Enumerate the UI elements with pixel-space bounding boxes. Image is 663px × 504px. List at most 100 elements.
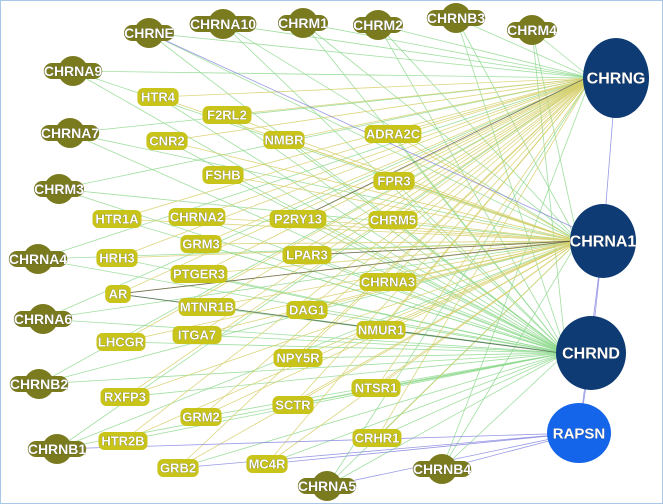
edge <box>455 17 567 354</box>
node-chrm3[interactable]: CHRM3 <box>34 174 84 204</box>
node-rxfp3[interactable]: RXFP3 <box>100 388 150 406</box>
node-lpar3[interactable]: LPAR3 <box>282 246 332 264</box>
edge <box>58 77 592 190</box>
edge <box>37 77 592 260</box>
node-chrna6[interactable]: CHRNA6 <box>14 304 73 334</box>
node-grb2[interactable]: GRB2 <box>157 459 199 477</box>
edge <box>122 352 567 442</box>
node-label: RXFP3 <box>104 390 146 405</box>
node-ar[interactable]: AR <box>105 285 131 303</box>
node-chrna7[interactable]: CHRNA7 <box>41 118 100 148</box>
edge <box>306 77 592 256</box>
edge <box>393 180 579 242</box>
node-label: CHRNG <box>587 71 646 88</box>
node-label: GRB2 <box>160 461 196 476</box>
edge <box>42 318 567 354</box>
node-chrnd[interactable]: CHRND <box>556 316 626 390</box>
node-adra2c[interactable]: ADRA2C <box>364 125 422 143</box>
node-itga7[interactable]: ITGA7 <box>172 326 222 344</box>
edge <box>376 77 592 439</box>
node-chrm5[interactable]: CHRM5 <box>368 211 418 229</box>
edge <box>72 70 592 79</box>
edge <box>531 29 567 354</box>
node-chrna3[interactable]: CHRNA3 <box>359 273 417 291</box>
edge <box>120 240 579 343</box>
node-label: CHRNB1 <box>28 441 87 457</box>
node-label: DAG1 <box>289 303 325 318</box>
node-htr2b[interactable]: HTR2B <box>98 432 148 450</box>
node-f2rl2[interactable]: F2RL2 <box>202 106 252 124</box>
node-label: CHRNE <box>124 25 174 41</box>
node-chrne[interactable]: CHRNE <box>124 18 174 48</box>
node-chrna1[interactable]: CHRNA1 <box>569 204 637 278</box>
edge <box>157 96 567 354</box>
edge <box>455 17 592 79</box>
node-htr4[interactable]: HTR4 <box>137 88 179 106</box>
edge <box>297 77 587 220</box>
edge <box>116 77 592 220</box>
node-label: MTNR1B <box>180 300 234 315</box>
edge <box>69 132 579 242</box>
node-chrnb2[interactable]: CHRNB2 <box>10 369 69 399</box>
node-label: GRM2 <box>182 410 220 425</box>
edge <box>38 352 567 385</box>
node-label: CRHR1 <box>355 431 400 446</box>
node-p2ry13[interactable]: P2RY13 <box>269 210 327 228</box>
node-crhr1[interactable]: CRHR1 <box>352 429 402 447</box>
edge <box>326 352 567 487</box>
node-lhcgr[interactable]: LHCGR <box>96 333 146 351</box>
node-label: CHRNA10 <box>190 16 256 32</box>
edge <box>157 77 592 98</box>
node-fpr3[interactable]: FPR3 <box>373 172 415 190</box>
edge <box>42 240 579 320</box>
node-chrnb3[interactable]: CHRNB3 <box>427 3 486 33</box>
node-chrna4[interactable]: CHRNA4 <box>9 244 68 274</box>
edge <box>177 240 579 469</box>
node-chrna2[interactable]: CHRNA2 <box>168 208 226 226</box>
edge <box>377 24 567 354</box>
node-label: AR <box>109 287 128 302</box>
edge <box>283 77 592 141</box>
node-mc4r[interactable]: MC4R <box>246 455 288 473</box>
node-chrnb1[interactable]: CHRNB1 <box>28 434 87 464</box>
node-nmur1[interactable]: NMUR1 <box>356 321 406 339</box>
node-grm2[interactable]: GRM2 <box>180 408 222 426</box>
node-chrnb4[interactable]: CHRNB4 <box>413 454 472 484</box>
edge <box>297 240 579 359</box>
edge <box>393 77 592 182</box>
edges-layer <box>37 17 617 487</box>
edge <box>122 240 579 442</box>
node-label: GRM3 <box>182 237 220 252</box>
node-htr1a[interactable]: HTR1A <box>92 210 142 228</box>
node-label: F2RL2 <box>207 108 247 123</box>
node-npy5r[interactable]: NPY5R <box>273 349 323 367</box>
node-cnr2[interactable]: CNR2 <box>146 132 188 150</box>
node-chrm2[interactable]: CHRM2 <box>353 10 403 40</box>
node-label: CHRNA5 <box>298 478 357 494</box>
node-fshb[interactable]: FSHB <box>202 166 244 184</box>
node-nmbr[interactable]: NMBR <box>263 131 305 149</box>
node-chrna10[interactable]: CHRNA10 <box>189 9 257 39</box>
node-chrna9[interactable]: CHRNA9 <box>44 56 103 86</box>
node-rapsn[interactable]: RAPSN <box>547 403 611 463</box>
node-label: CHRNA3 <box>361 275 415 290</box>
edge <box>166 140 579 242</box>
node-grm3[interactable]: GRM3 <box>180 235 222 253</box>
node-chrm1[interactable]: CHRM1 <box>278 8 328 38</box>
node-dag1[interactable]: DAG1 <box>286 301 328 319</box>
node-label: CHRNA6 <box>14 311 73 327</box>
edge <box>306 240 574 256</box>
node-chrna5[interactable]: CHRNA5 <box>298 471 357 501</box>
node-ptger3[interactable]: PTGER3 <box>170 265 228 283</box>
node-label: CHRNA7 <box>41 125 100 141</box>
node-chrm4[interactable]: CHRM4 <box>507 15 557 45</box>
edge <box>122 77 592 442</box>
node-mtnr1b[interactable]: MTNR1B <box>178 298 236 316</box>
edge <box>148 32 592 79</box>
edge <box>177 352 567 469</box>
node-chrng[interactable]: CHRNG <box>583 38 649 118</box>
node-hrh3[interactable]: HRH3 <box>96 249 138 267</box>
node-sctr[interactable]: SCTR <box>272 396 314 414</box>
node-ntsr1[interactable]: NTSR1 <box>351 379 401 397</box>
